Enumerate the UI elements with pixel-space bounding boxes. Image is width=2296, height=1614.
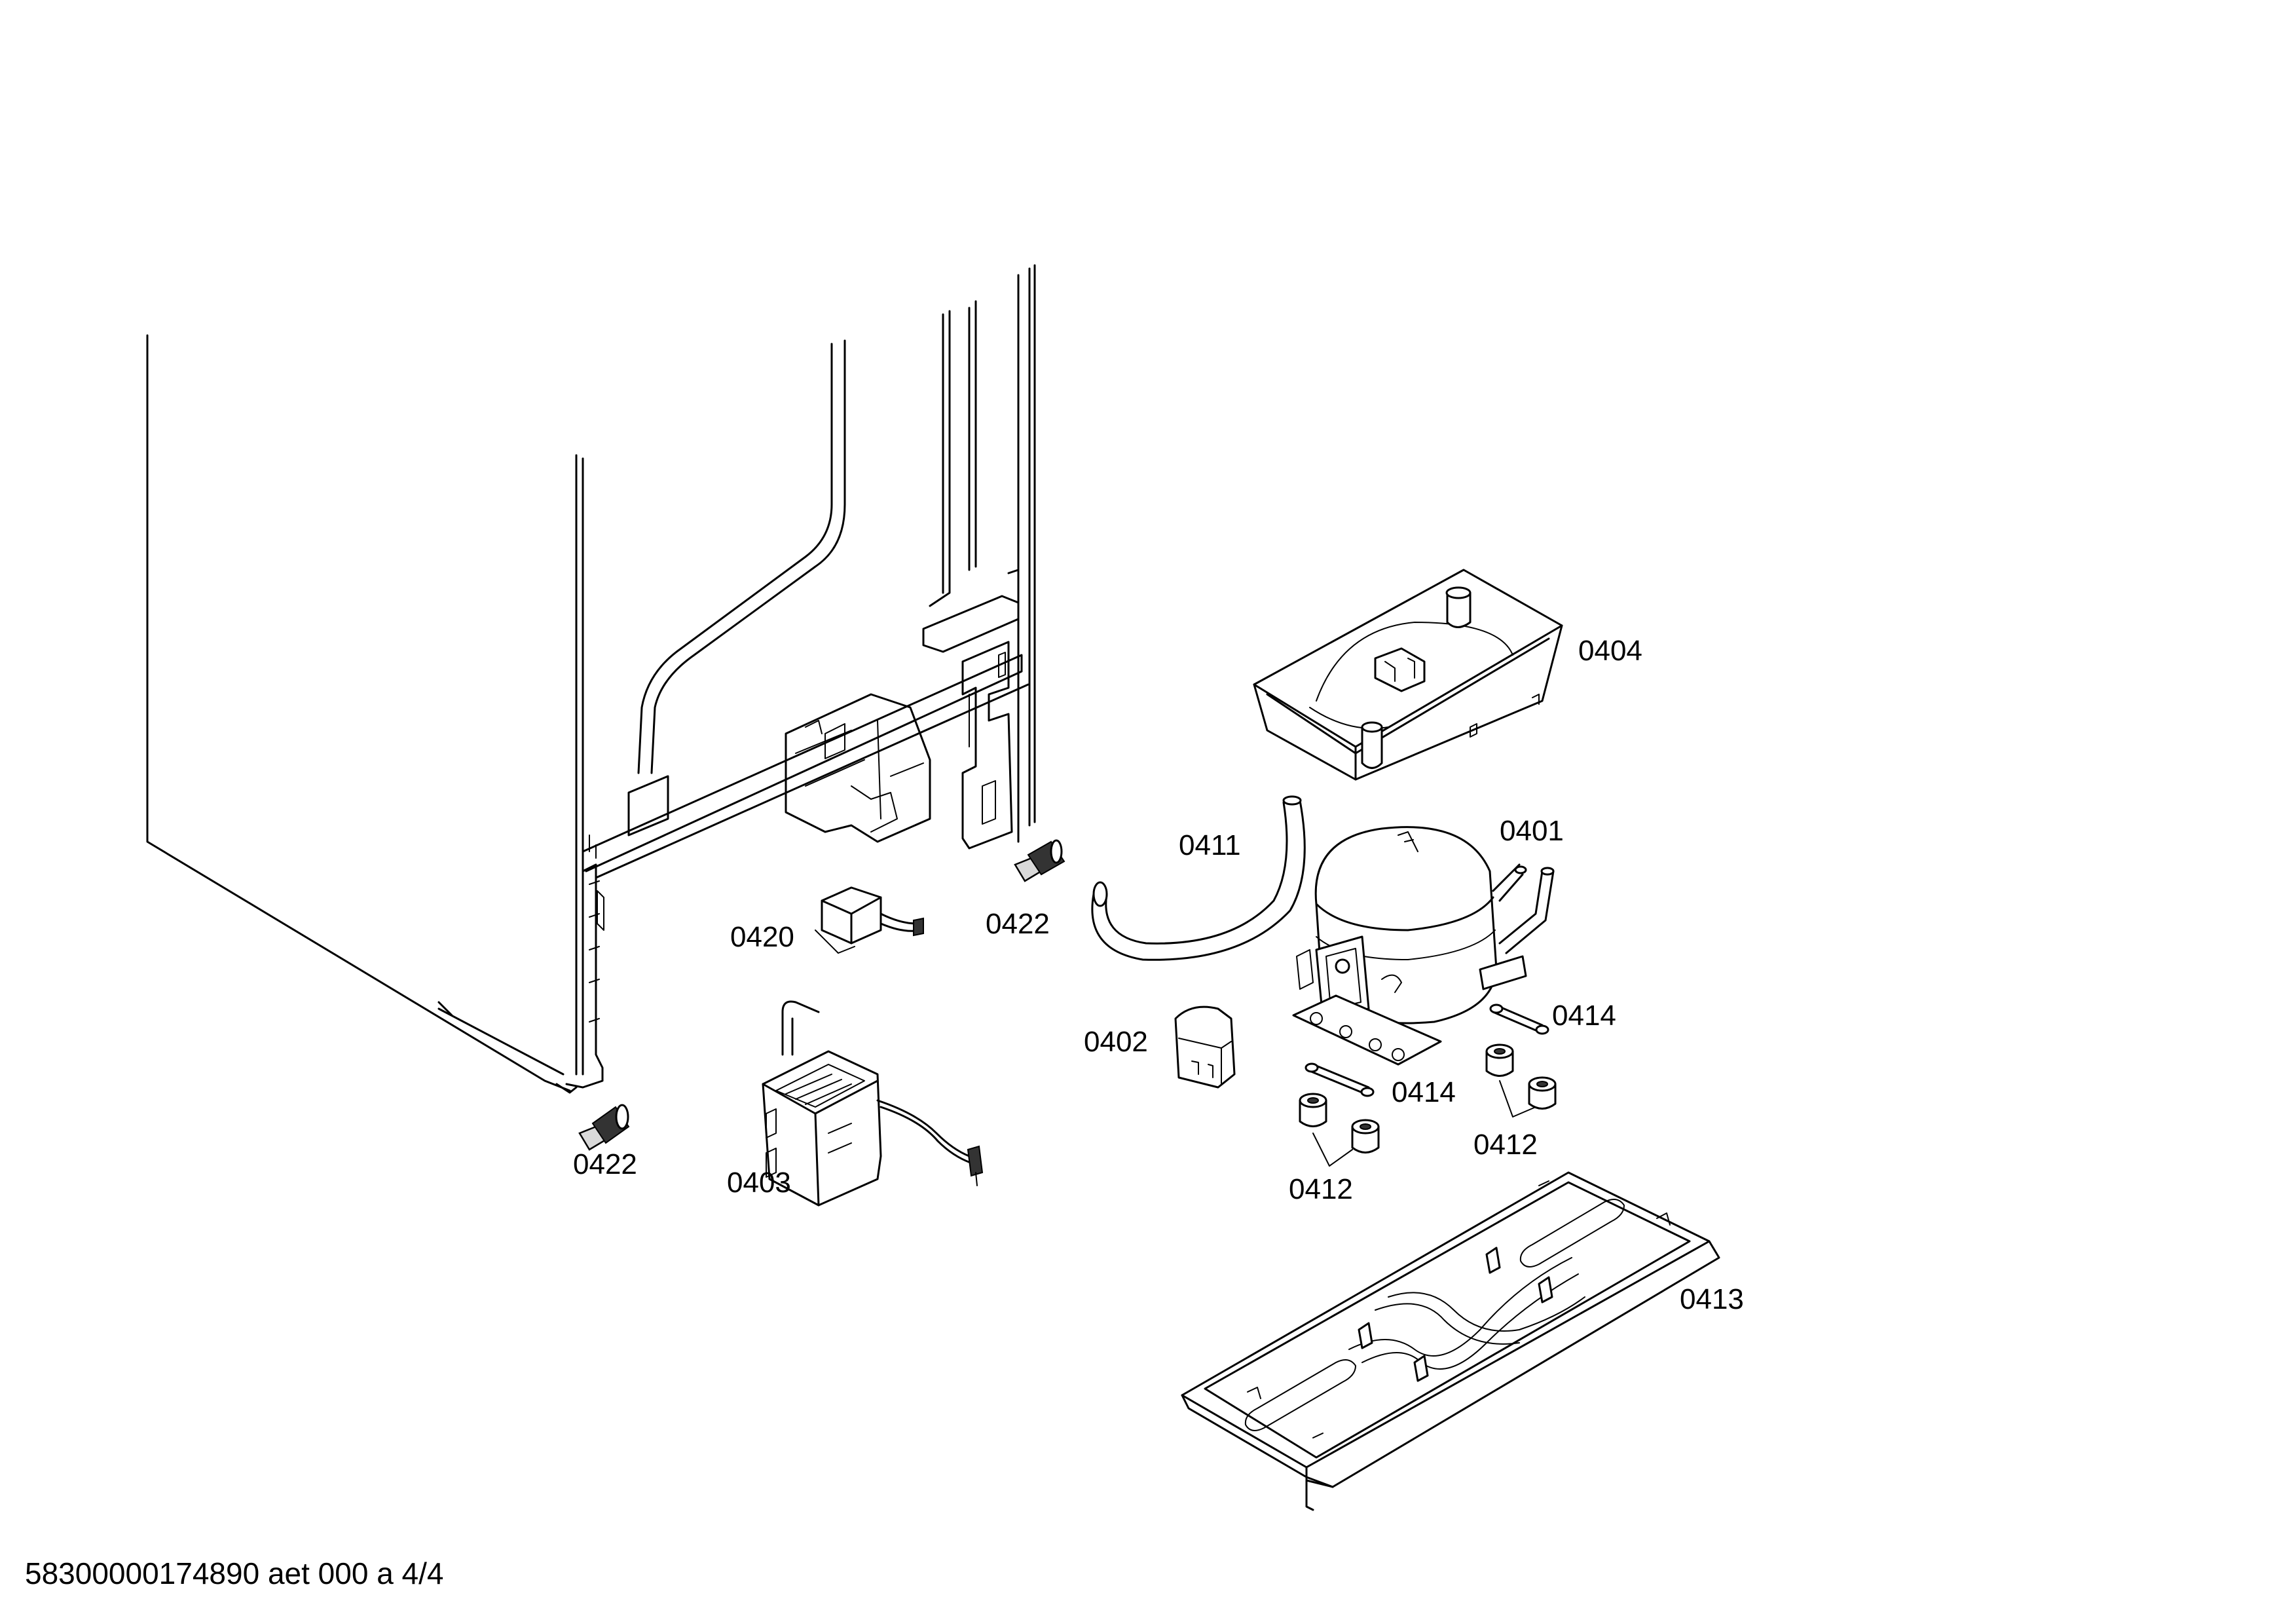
document-id: 58300000174890 aet 000 a 4/4 — [25, 1556, 444, 1590]
electronic-module-0403 — [762, 1000, 984, 1207]
label-0403: 0403 — [727, 1167, 791, 1199]
clip-0414-left — [1305, 1062, 1375, 1097]
cabinet-body — [146, 264, 1036, 1094]
label-0402: 0402 — [1084, 1026, 1148, 1058]
drip-tray-0404 — [1253, 569, 1563, 781]
label-0412-left: 0412 — [1289, 1173, 1353, 1205]
clip-0414-right — [1489, 1004, 1549, 1035]
foot-0422-left — [578, 1104, 630, 1151]
grommets-0412-left — [1299, 1093, 1380, 1167]
label-0401: 0401 — [1500, 815, 1564, 847]
label-0411: 0411 — [1179, 829, 1241, 861]
label-0422-left: 0422 — [573, 1148, 637, 1180]
label-0420: 0420 — [730, 921, 794, 953]
relay-0420 — [815, 886, 924, 954]
base-plate-0413 — [1181, 1171, 1720, 1511]
grommets-0412-right — [1485, 1043, 1557, 1117]
label-0412-right: 0412 — [1473, 1129, 1538, 1161]
label-0413: 0413 — [1680, 1283, 1744, 1315]
hose-0411 — [1091, 795, 1306, 961]
cover-0402 — [1174, 1005, 1236, 1089]
compressor-0401 — [1292, 826, 1555, 1066]
label-0404: 0404 — [1578, 635, 1642, 667]
label-0414-left: 0414 — [1392, 1076, 1456, 1108]
label-0422-right: 0422 — [986, 908, 1050, 940]
label-0414-right: 0414 — [1552, 1000, 1616, 1032]
foot-0422-right — [1014, 839, 1065, 882]
